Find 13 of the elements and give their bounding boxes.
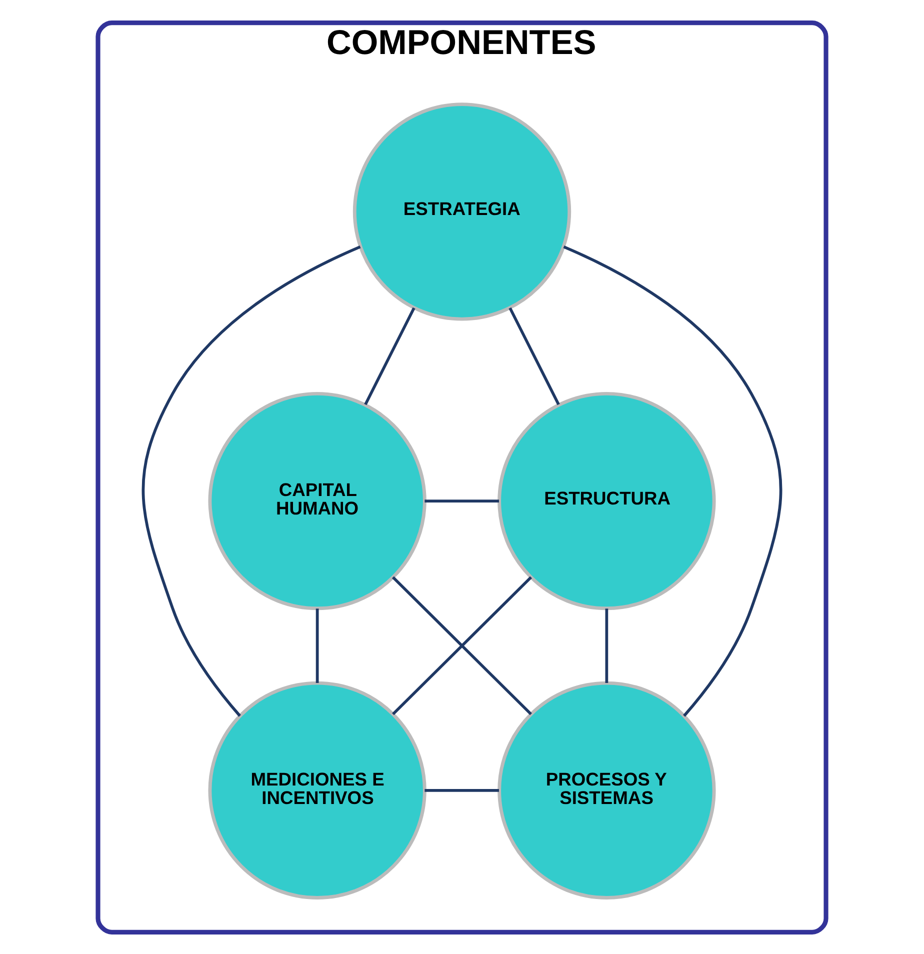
connector bbox=[316, 608, 319, 682]
node-circle: CAPITAL HUMANO bbox=[208, 391, 426, 610]
connector bbox=[424, 788, 499, 792]
connector bbox=[563, 244, 782, 716]
connector bbox=[364, 306, 416, 405]
connector bbox=[508, 306, 560, 405]
node-circle: PROCESOS Y SISTEMAS bbox=[498, 680, 716, 899]
connector bbox=[605, 608, 608, 682]
connector bbox=[142, 244, 361, 716]
node-circle: ESTRUCTURA bbox=[498, 391, 716, 610]
connector bbox=[424, 499, 499, 502]
node-circle: ESTRATEGIA bbox=[352, 102, 572, 320]
node-circle: MEDICIONES E INCENTIVOS bbox=[208, 680, 426, 899]
